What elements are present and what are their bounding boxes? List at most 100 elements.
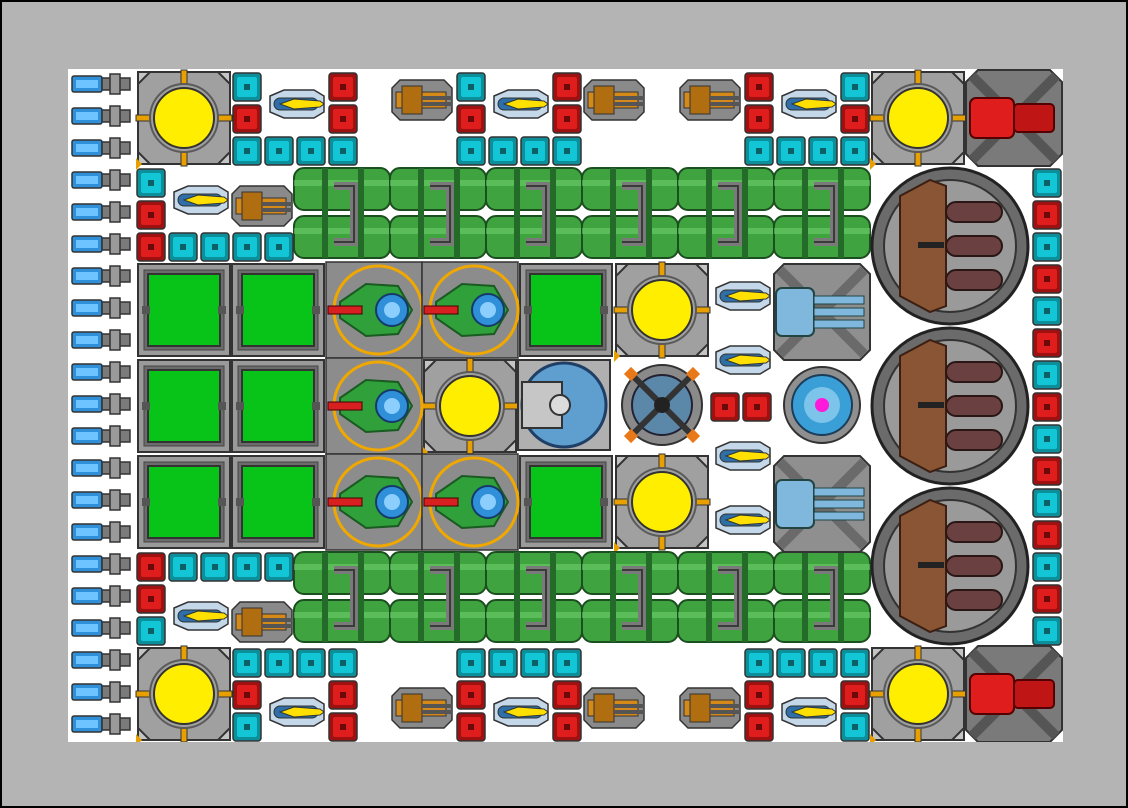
- armor-block-icon[interactable]: [1032, 456, 1062, 486]
- missile-launcher-icon[interactable]: [781, 89, 837, 119]
- laser-emitter-icon[interactable]: [420, 452, 520, 552]
- armor-block-icon[interactable]: [168, 552, 198, 582]
- armor-block-icon[interactable]: [232, 72, 262, 102]
- armor-block-icon[interactable]: [1032, 520, 1062, 550]
- missile-launcher-icon[interactable]: [173, 185, 229, 215]
- armor-block-icon[interactable]: [744, 104, 774, 134]
- laser-emitter-icon[interactable]: [324, 452, 424, 552]
- armor-block-icon[interactable]: [1032, 424, 1062, 454]
- missile-launcher-icon[interactable]: [715, 441, 771, 471]
- shield-generator-icon[interactable]: [519, 455, 613, 549]
- armor-block-icon[interactable]: [232, 648, 262, 678]
- armor-block-icon[interactable]: [710, 392, 740, 422]
- armor-block-icon[interactable]: [456, 680, 486, 710]
- armor-block-icon[interactable]: [840, 104, 870, 134]
- missile-launcher-icon[interactable]: [493, 697, 549, 727]
- thruster-icon[interactable]: [69, 647, 133, 673]
- armor-block-icon[interactable]: [136, 584, 166, 614]
- missile-launcher-icon[interactable]: [715, 505, 771, 535]
- thruster-icon[interactable]: [69, 263, 133, 289]
- armor-block-icon[interactable]: [136, 168, 166, 198]
- armor-block-icon[interactable]: [744, 680, 774, 710]
- autocannon-icon[interactable]: [231, 601, 293, 643]
- armor-block-icon[interactable]: [1032, 328, 1062, 358]
- armor-block-icon[interactable]: [456, 136, 486, 166]
- autocannon-icon[interactable]: [391, 79, 453, 121]
- armor-block-icon[interactable]: [840, 648, 870, 678]
- thruster-icon[interactable]: [69, 391, 133, 417]
- armor-block-icon[interactable]: [456, 648, 486, 678]
- reactor-icon[interactable]: [869, 69, 967, 171]
- armor-block-icon[interactable]: [552, 136, 582, 166]
- thruster-icon[interactable]: [69, 455, 133, 481]
- armor-block-icon[interactable]: [232, 232, 262, 262]
- autocannon-icon[interactable]: [231, 185, 293, 227]
- power-distributor-icon[interactable]: [621, 364, 703, 446]
- thruster-icon[interactable]: [69, 199, 133, 225]
- armor-block-icon[interactable]: [328, 712, 358, 742]
- autocannon-icon[interactable]: [583, 79, 645, 121]
- armor-block-icon[interactable]: [776, 648, 806, 678]
- armor-block-icon[interactable]: [1032, 584, 1062, 614]
- shield-generator-icon[interactable]: [137, 359, 231, 453]
- thruster-icon[interactable]: [69, 615, 133, 641]
- shield-generator-icon[interactable]: [231, 263, 325, 357]
- armor-block-icon[interactable]: [744, 136, 774, 166]
- reactor-icon[interactable]: [135, 645, 233, 742]
- command-module-icon[interactable]: [517, 359, 611, 451]
- thruster-icon[interactable]: [69, 551, 133, 577]
- thruster-icon[interactable]: [69, 487, 133, 513]
- armor-block-icon[interactable]: [1032, 296, 1062, 326]
- turret-icon[interactable]: [870, 326, 1030, 486]
- armor-block-icon[interactable]: [296, 648, 326, 678]
- armor-block-icon[interactable]: [742, 392, 772, 422]
- armor-block-icon[interactable]: [552, 648, 582, 678]
- armor-block-icon[interactable]: [552, 104, 582, 134]
- armor-block-icon[interactable]: [520, 648, 550, 678]
- armor-block-icon[interactable]: [264, 136, 294, 166]
- armor-block-icon[interactable]: [328, 72, 358, 102]
- autocannon-icon[interactable]: [391, 687, 453, 729]
- missile-launcher-icon[interactable]: [269, 697, 325, 727]
- shield-generator-icon[interactable]: [137, 455, 231, 549]
- sensor-core-icon[interactable]: [783, 366, 861, 444]
- thruster-icon[interactable]: [69, 71, 133, 97]
- armor-block-icon[interactable]: [232, 680, 262, 710]
- armor-block-icon[interactable]: [1032, 552, 1062, 582]
- laser-emitter-icon[interactable]: [420, 260, 520, 360]
- reactor-icon[interactable]: [135, 69, 233, 171]
- missile-launcher-icon[interactable]: [781, 697, 837, 727]
- armor-block-icon[interactable]: [136, 232, 166, 262]
- shield-generator-icon[interactable]: [137, 263, 231, 357]
- reactor-icon[interactable]: [613, 261, 711, 363]
- missile-launcher-icon[interactable]: [715, 345, 771, 375]
- armor-block-icon[interactable]: [328, 136, 358, 166]
- armor-block-icon[interactable]: [232, 712, 262, 742]
- autocannon-icon[interactable]: [679, 687, 741, 729]
- armor-block-icon[interactable]: [328, 104, 358, 134]
- armor-block-icon[interactable]: [456, 712, 486, 742]
- autocannon-icon[interactable]: [679, 79, 741, 121]
- armor-block-icon[interactable]: [1032, 232, 1062, 262]
- turret-icon[interactable]: [870, 166, 1030, 326]
- armor-block-icon[interactable]: [264, 232, 294, 262]
- shield-generator-icon[interactable]: [519, 263, 613, 357]
- laser-emitter-icon[interactable]: [324, 356, 424, 456]
- missile-launcher-icon[interactable]: [173, 601, 229, 631]
- heavy-gun-icon[interactable]: [966, 646, 1062, 742]
- laser-cannon-icon[interactable]: [774, 456, 870, 552]
- armor-block-icon[interactable]: [168, 232, 198, 262]
- armor-block-icon[interactable]: [488, 648, 518, 678]
- armor-block-icon[interactable]: [264, 648, 294, 678]
- thruster-icon[interactable]: [69, 103, 133, 129]
- thruster-icon[interactable]: [69, 295, 133, 321]
- armor-block-icon[interactable]: [744, 648, 774, 678]
- thruster-icon[interactable]: [69, 167, 133, 193]
- missile-launcher-icon[interactable]: [269, 89, 325, 119]
- armor-block-icon[interactable]: [840, 72, 870, 102]
- armor-block-icon[interactable]: [808, 648, 838, 678]
- armor-block-icon[interactable]: [520, 136, 550, 166]
- armor-block-icon[interactable]: [1032, 168, 1062, 198]
- laser-cannon-icon[interactable]: [774, 264, 870, 360]
- reactor-icon[interactable]: [421, 357, 519, 459]
